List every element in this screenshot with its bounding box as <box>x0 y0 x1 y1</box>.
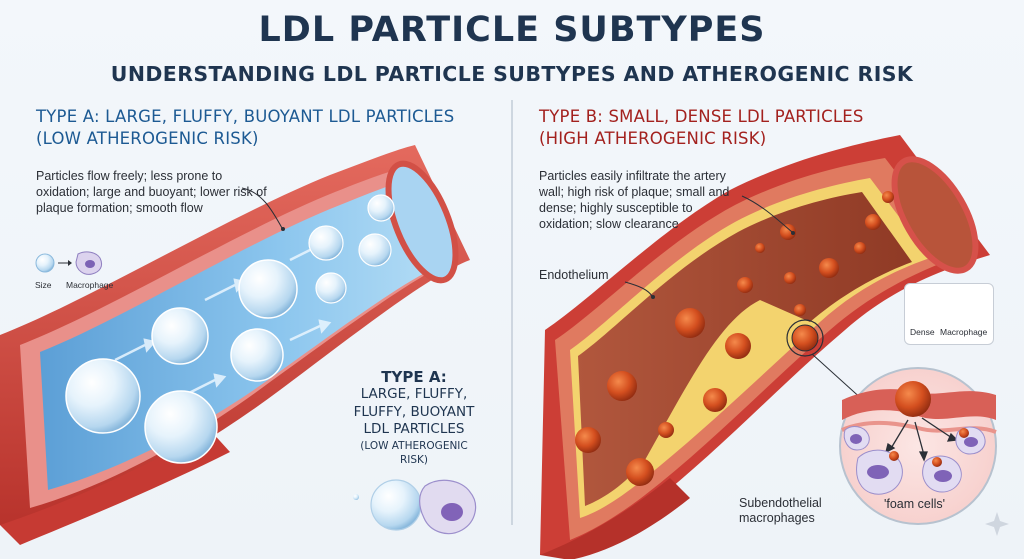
callout-title: TYPE A: <box>381 368 447 386</box>
type-b-heading: TYPE B: SMALL, DENSE LDL PARTICLES (HIGH… <box>539 106 864 150</box>
type-a-legend <box>35 251 103 275</box>
callout-line2: FLUFFY, BUOYANT <box>353 403 475 420</box>
type-b-description: Particles easily infiltrate the artery w… <box>539 169 730 231</box>
type-b-heading-line1: TYPE B: SMALL, DENSE LDL PARTICLES <box>539 107 864 126</box>
page-subtitle: UNDERSTANDING LDL PARTICLE SUBTYPES AND … <box>110 62 914 86</box>
callout-line3: LDL PARTICLES <box>363 421 465 437</box>
type-a-callout: TYPE A: LARGE, FLUFFY, FLUFFY, BUOYANT L… <box>346 368 482 467</box>
type-b-legend <box>904 283 994 345</box>
subendothelial-label: Subendothelial macrophages <box>739 496 822 525</box>
foam-cell-inset <box>839 367 997 525</box>
endothelium-label: Endothelium <box>539 268 609 282</box>
type-a-legend-size: Size <box>35 280 52 290</box>
callout-line1: LARGE, FLUFFY, <box>360 386 468 402</box>
type-a-heading: TYPE A: LARGE, FLUFFY, BUOYANT LDL PARTI… <box>36 106 454 150</box>
type-a-description: Particles flow freely; less prone to oxi… <box>36 169 267 215</box>
type-b-legend-macrophage: Macrophage <box>940 327 988 337</box>
sparkle-icon <box>985 512 1009 536</box>
type-b-heading-line2: (HIGH ATHEROGENIC RISK) <box>539 129 767 148</box>
type-b-artery <box>540 135 990 559</box>
foam-cells-label: 'foam cells' <box>884 497 946 511</box>
type-a-artery <box>0 145 470 545</box>
type-a-heading-line2: (LOW ATHEROGENIC RISK) <box>36 129 259 148</box>
type-b-legend-dense: Dense <box>910 327 935 337</box>
callout-risk: (LOW ATHEROGENIC RISK) <box>360 439 468 466</box>
type-a-bottom-icons <box>353 479 477 535</box>
type-a-legend-macrophage: Macrophage <box>66 280 114 290</box>
page-title: LDL PARTICLE SUBTYPES <box>258 10 766 50</box>
type-a-heading-line1: TYPE A: LARGE, FLUFFY, BUOYANT LDL PARTI… <box>36 107 455 126</box>
